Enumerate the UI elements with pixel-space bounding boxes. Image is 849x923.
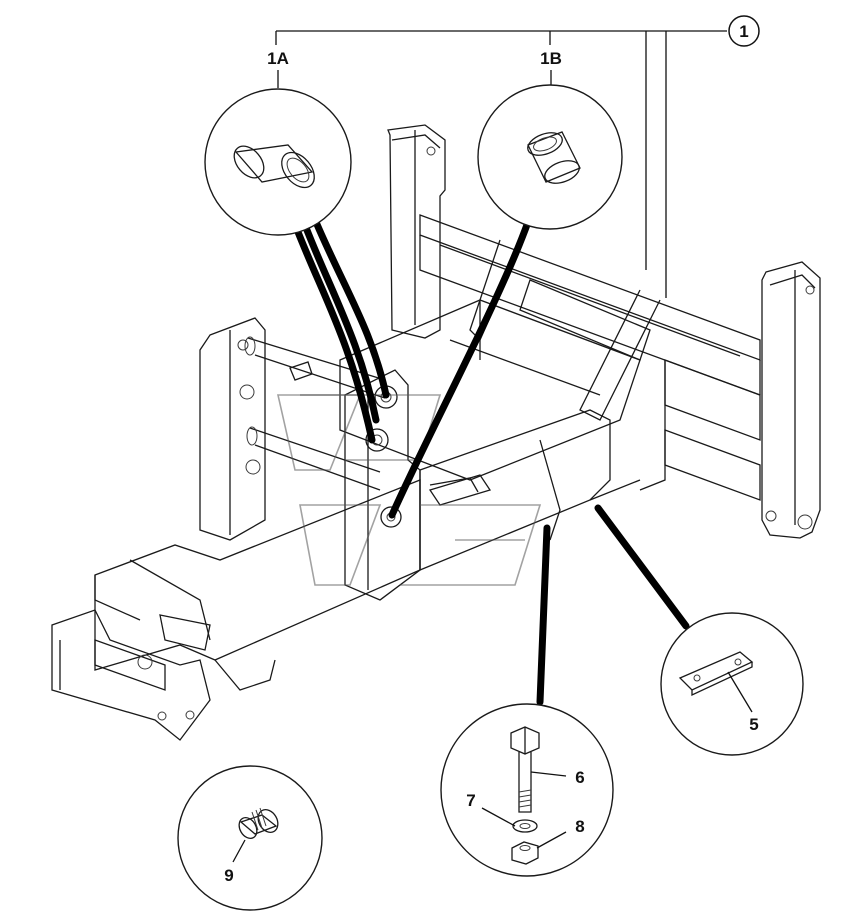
detail-1b[interactable] <box>477 84 623 230</box>
leader-lines <box>294 218 690 706</box>
bolt-washer-nut-icon <box>510 726 540 865</box>
callout-5: 5 <box>749 715 758 734</box>
callout-1: 1 <box>739 22 748 41</box>
callout-1-badge[interactable]: 1 <box>728 15 760 47</box>
detail-1a[interactable] <box>204 88 352 236</box>
threaded-plug-icon <box>238 807 279 839</box>
callout-9: 9 <box>224 866 233 885</box>
detail-6-7-8[interactable]: 6 7 8 <box>440 703 614 877</box>
detail-5[interactable]: 5 <box>660 612 804 756</box>
callout-1a[interactable]: 1A <box>267 49 289 68</box>
loader-front-frame-drawing <box>51 124 821 741</box>
watermark-logo <box>276 394 542 586</box>
callout-8: 8 <box>575 817 584 836</box>
callout-7: 7 <box>466 791 475 810</box>
detail-9[interactable]: 9 <box>177 765 323 911</box>
bushing-icon <box>233 144 315 189</box>
bushing-icon-b <box>527 131 581 184</box>
wear-plate-icon <box>678 651 754 697</box>
assembly-bracket <box>275 30 727 298</box>
callout-6: 6 <box>575 768 584 787</box>
callout-1b[interactable]: 1B <box>540 49 562 68</box>
